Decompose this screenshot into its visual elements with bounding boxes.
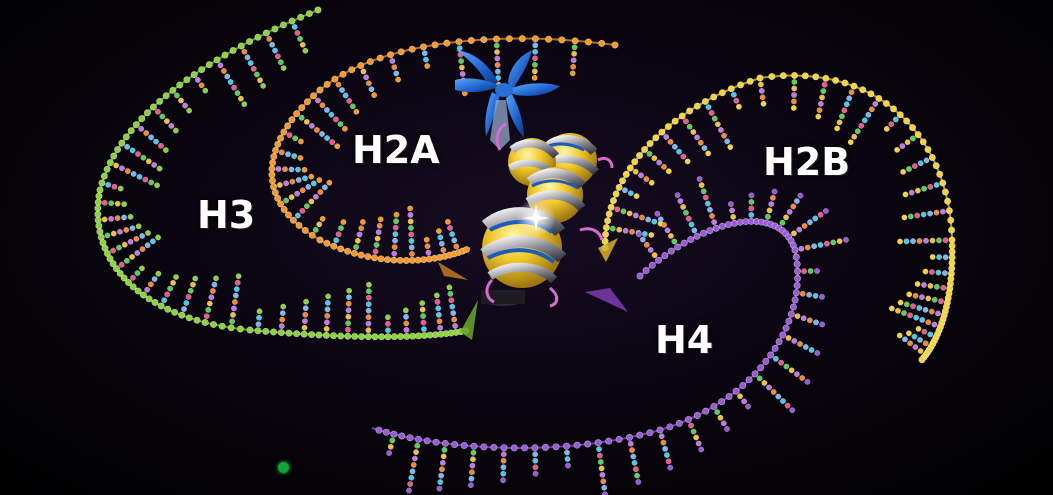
status-dot [278,462,289,473]
label-h4: H4 [655,318,714,362]
label-h2a: H2A [352,128,440,172]
tail-connectors [438,238,628,340]
label-h2b: H2B [763,140,851,184]
tail-h3 [94,6,471,341]
nucleosome-icon [480,122,614,308]
tail-h2b [601,71,956,364]
label-h3: H3 [197,193,256,237]
chromosome-icon [455,50,560,150]
tail-h4 [371,176,849,495]
